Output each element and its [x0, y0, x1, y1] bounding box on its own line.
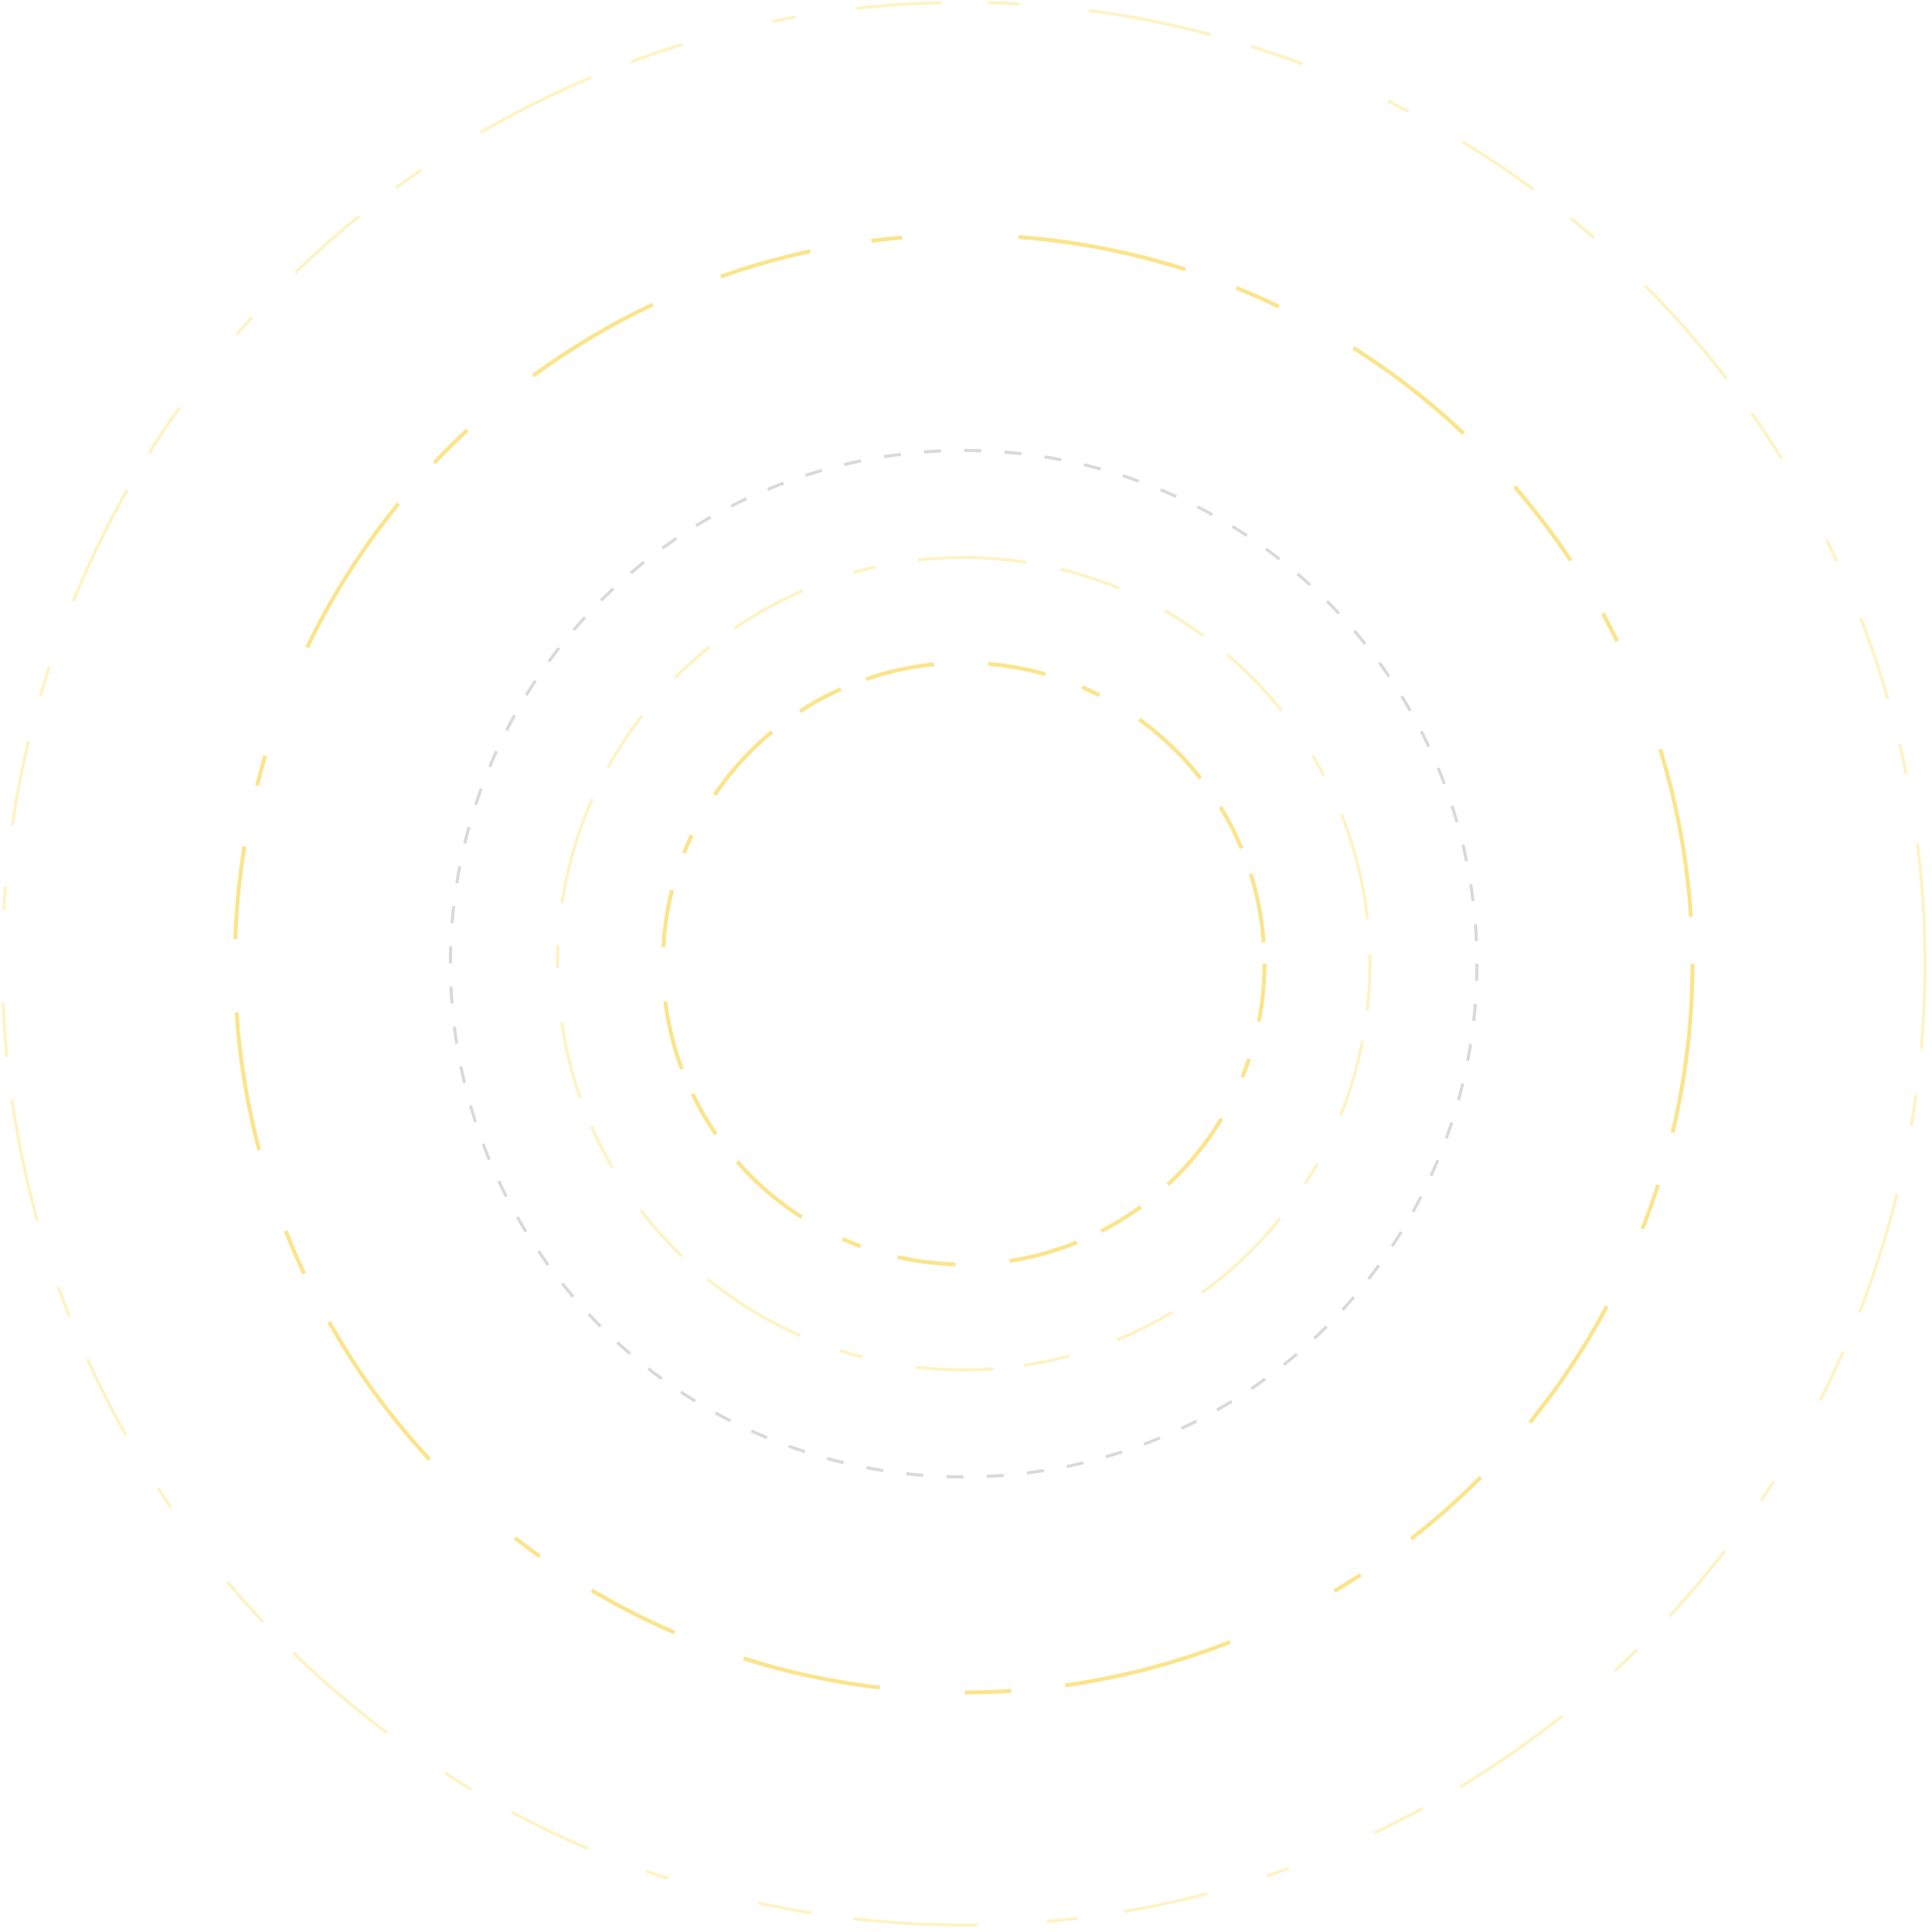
large-ring: [233, 233, 1695, 1695]
innermost-ring: [661, 661, 1267, 1267]
middle-gray-ring: [449, 449, 1478, 1478]
inner-light-ring: [556, 556, 1371, 1371]
